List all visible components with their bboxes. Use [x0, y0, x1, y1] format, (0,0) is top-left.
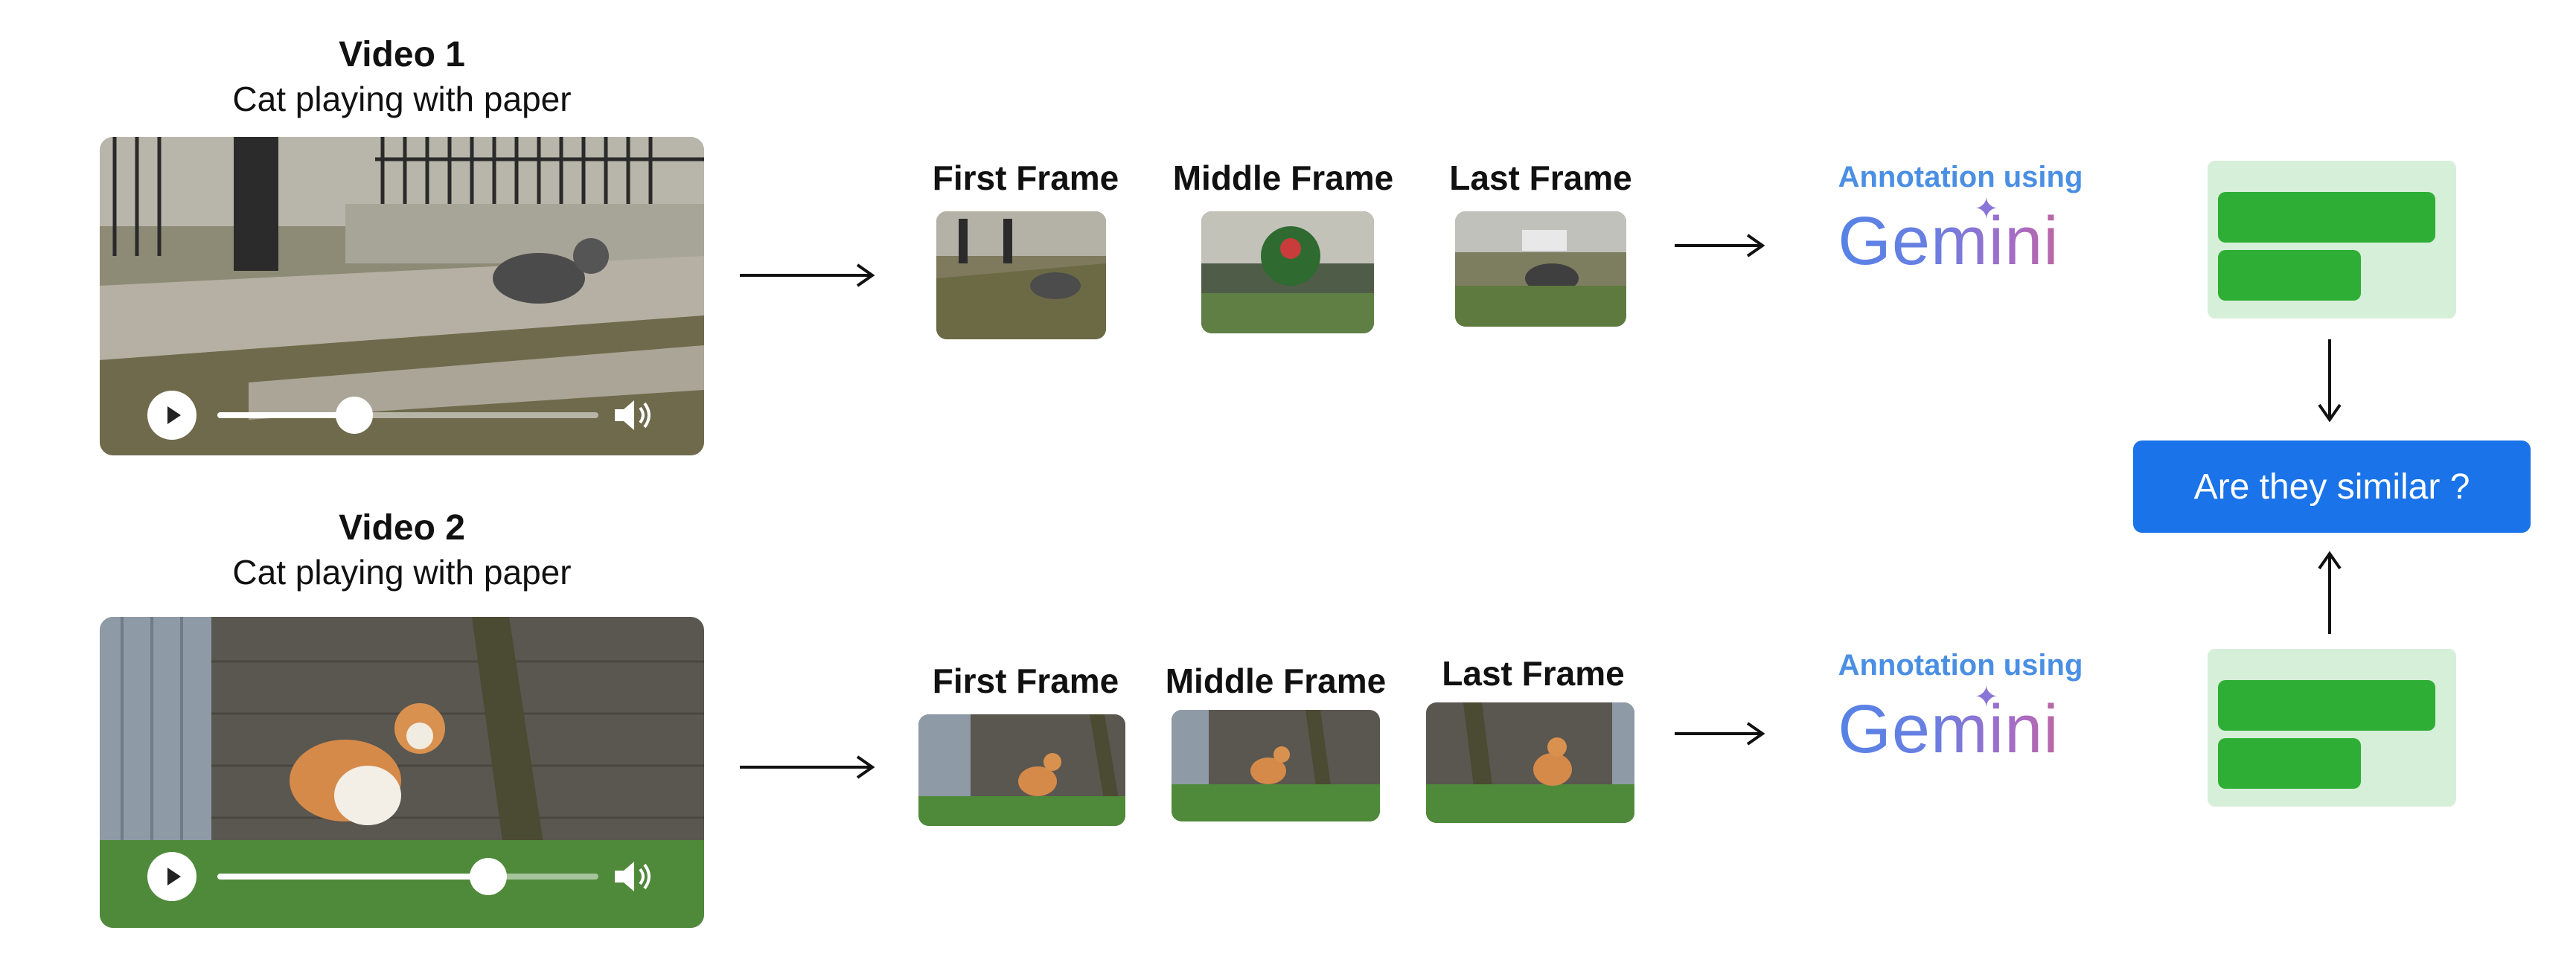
arrow-right-icon — [1675, 234, 1765, 257]
row1-last-frame-image — [1455, 211, 1626, 327]
row2-middle-frame-label: Middle Frame — [1165, 662, 1387, 700]
sparkle-icon: ✦ — [1974, 680, 1999, 714]
video-2-play-button[interactable] — [147, 852, 196, 901]
annotation-text-bar — [2218, 738, 2361, 789]
similarity-question-box: Are they similar ? — [2133, 441, 2531, 533]
row1-gemini-logo: Gemini — [1792, 202, 2105, 281]
video-2-progress-fill — [217, 874, 488, 880]
video-1-subtitle: Cat playing with paper — [232, 80, 572, 118]
arrow-right-icon — [740, 263, 875, 287]
video-1-volume-icon[interactable] — [612, 397, 656, 433]
annotation-text-bar — [2218, 192, 2435, 243]
video-2-progress-knob[interactable] — [469, 858, 507, 895]
video-2-player[interactable] — [100, 617, 704, 928]
arrow-down-icon — [2318, 339, 2342, 423]
video-1-progress-knob[interactable] — [336, 397, 374, 434]
video-1-progress-track[interactable] — [217, 412, 598, 418]
row2-last-frame-image — [1426, 702, 1634, 823]
sparkle-icon: ✦ — [1974, 192, 1999, 226]
video-1-player[interactable] — [100, 137, 704, 455]
row1-first-frame-label: First Frame — [932, 158, 1119, 197]
annotation-text-bar — [2218, 250, 2361, 301]
video-1-thumbnail — [100, 137, 704, 455]
annotation-text-bar — [2218, 680, 2435, 731]
row1-middle-frame-label: Middle Frame — [1172, 158, 1394, 197]
video-2-volume-icon[interactable] — [612, 859, 656, 894]
row1-annotation-label: Annotation using — [1838, 161, 2083, 193]
video-2-progress-track[interactable] — [217, 874, 598, 880]
row2-gemini-logo: Gemini — [1792, 691, 2105, 769]
arrow-right-icon — [1675, 722, 1765, 746]
video-1-title: Video 1 — [339, 35, 465, 74]
row2-last-frame-label: Last Frame — [1442, 654, 1625, 693]
row2-first-frame-label: First Frame — [932, 662, 1119, 700]
row2-middle-frame-image — [1172, 710, 1380, 821]
row2-first-frame-image — [918, 714, 1125, 826]
video-2-title: Video 2 — [339, 508, 465, 548]
row2-annotation-label: Annotation using — [1838, 649, 2083, 682]
row1-first-frame-image — [936, 211, 1106, 339]
row2-annotation-card — [2208, 649, 2456, 807]
video-1-progress-fill — [217, 412, 355, 418]
arrow-right-icon — [740, 755, 875, 779]
row1-middle-frame-image — [1201, 211, 1374, 333]
video-2-thumbnail — [100, 617, 704, 928]
row1-annotation-card — [2208, 161, 2456, 318]
row1-last-frame-label: Last Frame — [1449, 158, 1632, 197]
arrow-up-icon — [2318, 551, 2342, 634]
video-2-subtitle: Cat playing with paper — [232, 553, 572, 592]
video-1-play-button[interactable] — [147, 391, 196, 440]
